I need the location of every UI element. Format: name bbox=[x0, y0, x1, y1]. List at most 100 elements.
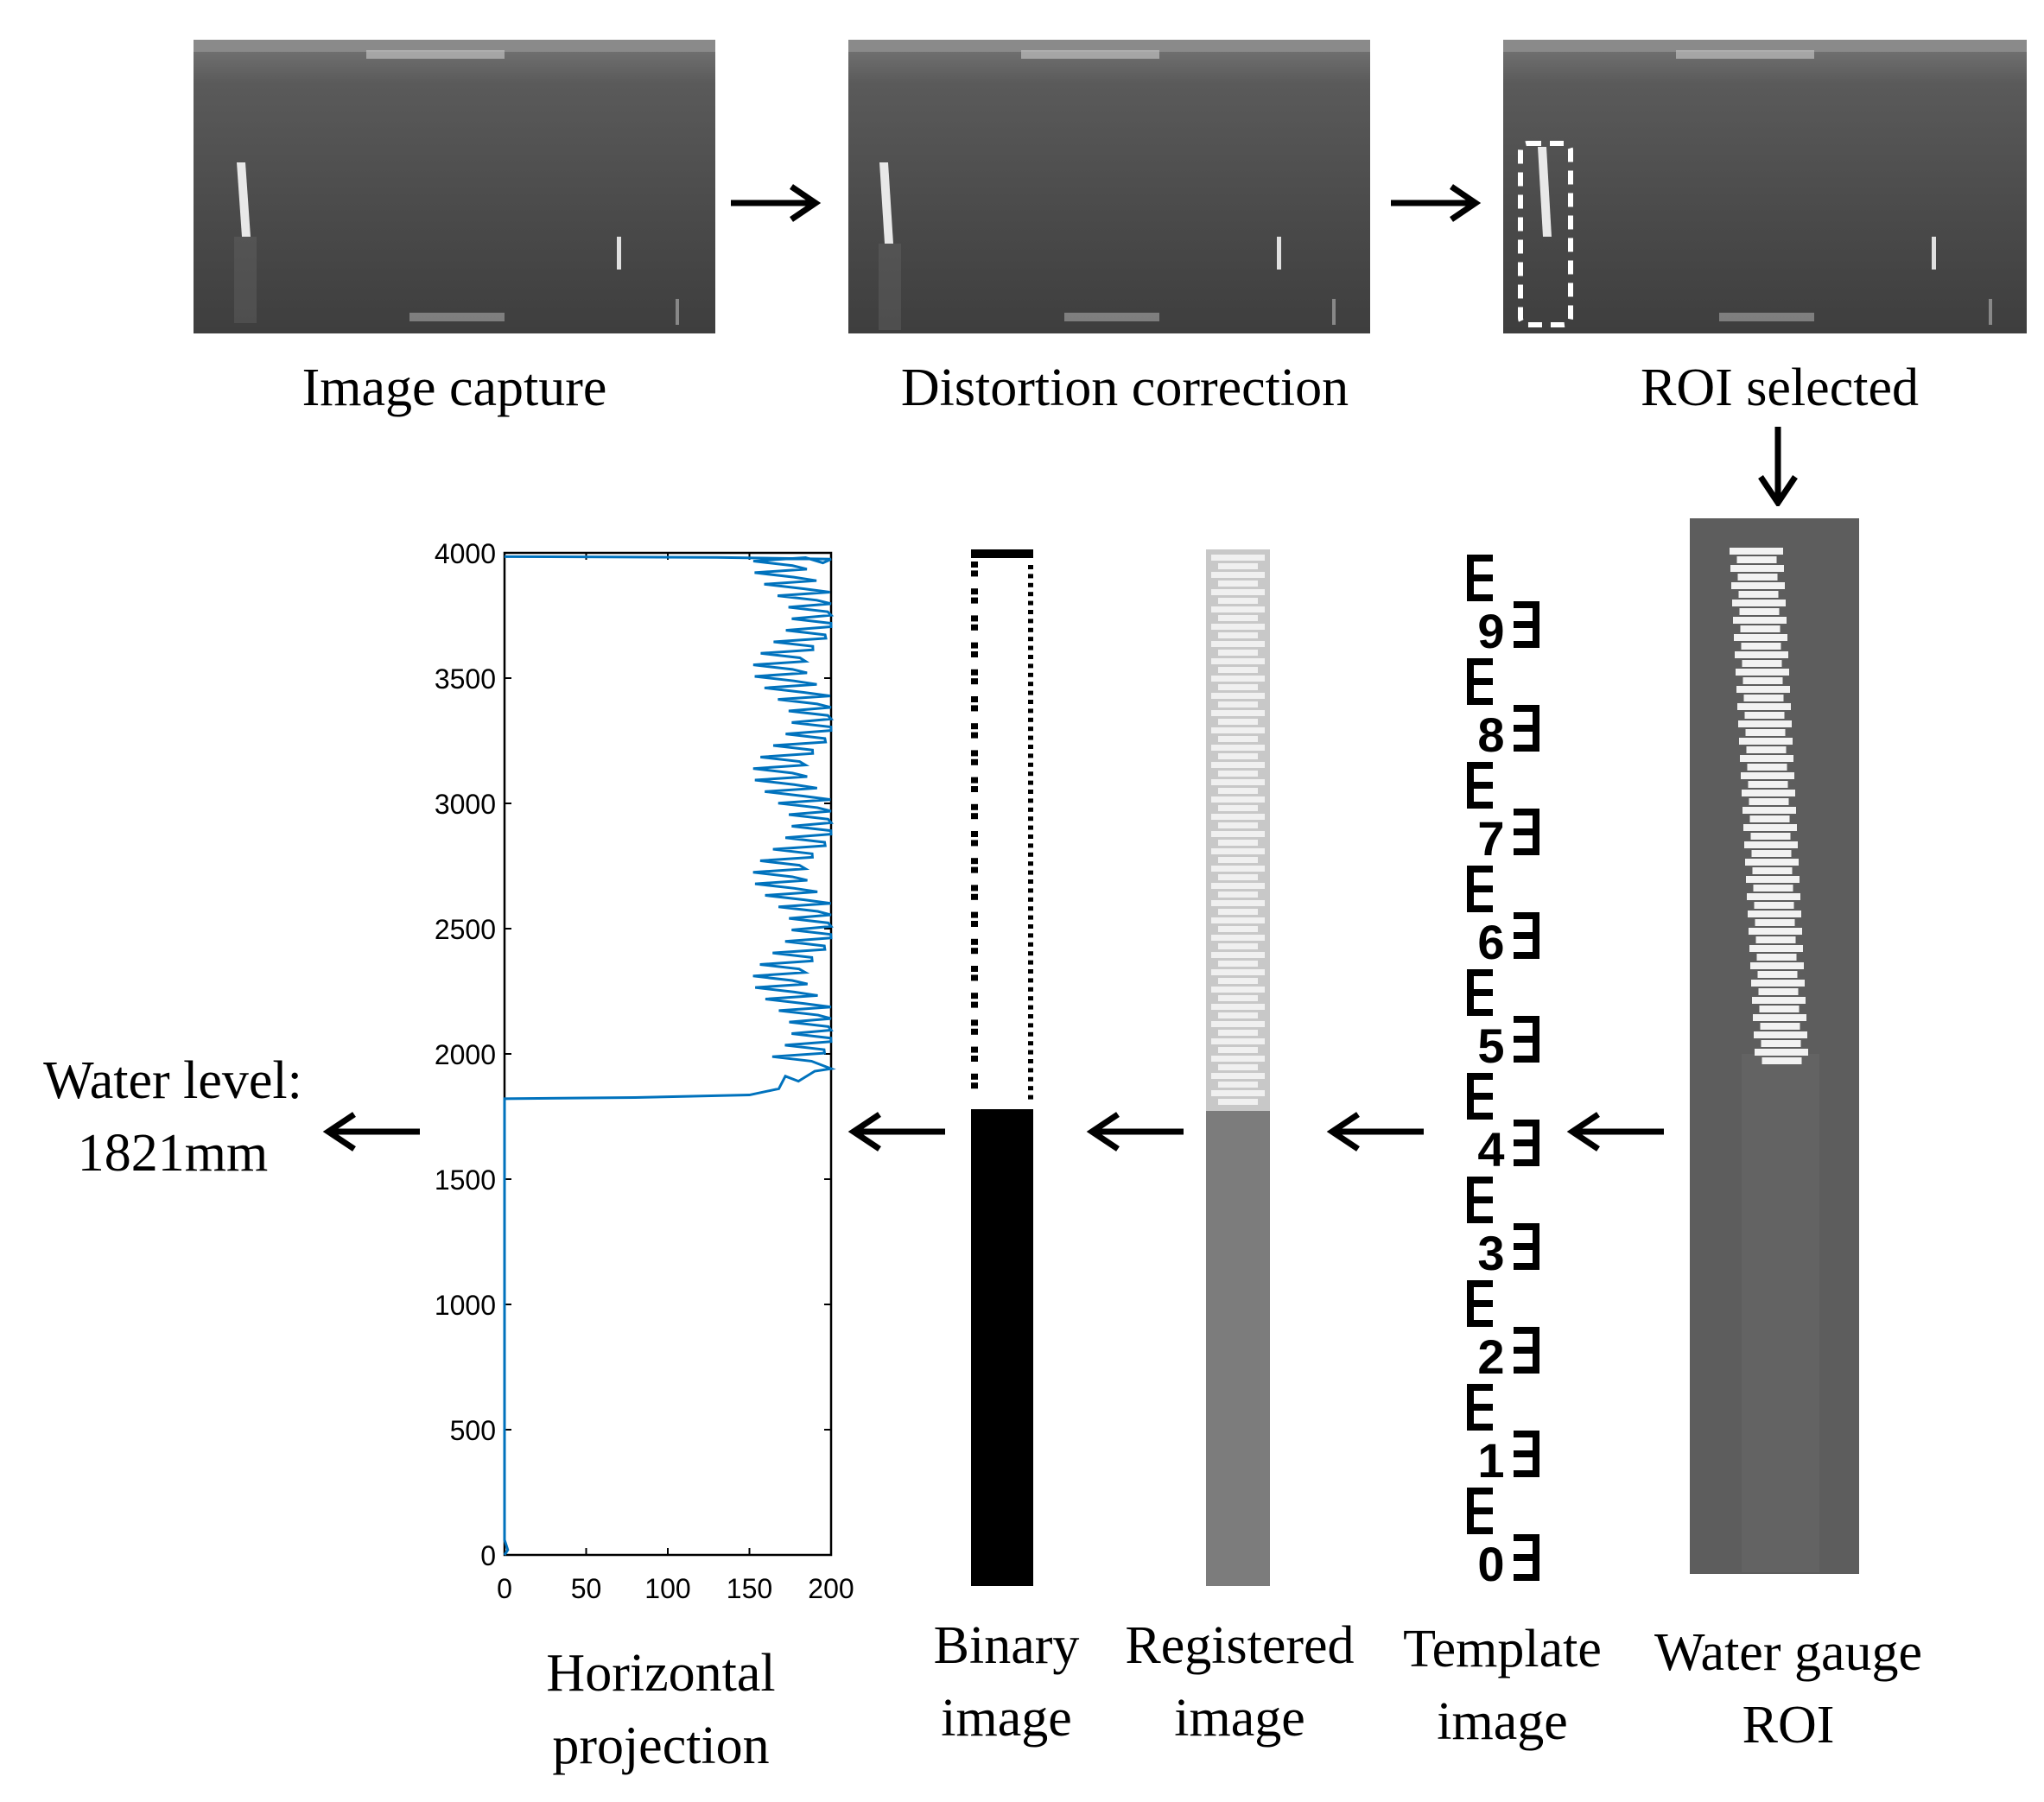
gauge-rung bbox=[1756, 954, 1797, 961]
arrow-down-icon bbox=[1758, 427, 1798, 506]
water-level-value: 1821mm bbox=[77, 1123, 269, 1183]
template-e-mark bbox=[1467, 1113, 1493, 1120]
registered-rung bbox=[1218, 581, 1258, 587]
binary-edge-dot bbox=[1028, 834, 1033, 839]
template-e-mark bbox=[1467, 658, 1493, 665]
binary-edge-dot bbox=[1028, 987, 1033, 992]
template-e-mark bbox=[1514, 1534, 1539, 1541]
y-tick-label: 500 bbox=[450, 1415, 496, 1446]
captured-photo bbox=[194, 40, 715, 333]
template-e-mark bbox=[1514, 1056, 1539, 1063]
template-e-mark bbox=[1467, 802, 1493, 809]
binary-edge-dot bbox=[1028, 1068, 1033, 1073]
template-e-mark bbox=[1467, 1073, 1493, 1080]
template-e-mark bbox=[1514, 848, 1539, 855]
gauge-rung bbox=[1730, 565, 1784, 572]
registered-rung bbox=[1218, 1047, 1258, 1053]
binary-edge-dot bbox=[1028, 592, 1033, 597]
binary-edge-dot bbox=[971, 1019, 978, 1026]
gauge-rung bbox=[1745, 859, 1799, 866]
registered-rung bbox=[1211, 762, 1265, 768]
template-e-mark bbox=[1514, 601, 1539, 608]
template-e-mark bbox=[1514, 1554, 1539, 1561]
registered-rung bbox=[1218, 961, 1258, 967]
gauge-rung bbox=[1749, 798, 1789, 805]
registered-rung bbox=[1218, 874, 1258, 880]
binary-edge-dot bbox=[1028, 663, 1033, 669]
template-e-mark bbox=[1467, 866, 1493, 872]
template-e-mark bbox=[1514, 1120, 1539, 1126]
binary-edge-dot bbox=[1028, 807, 1033, 812]
binary-edge-dot bbox=[1028, 790, 1033, 794]
binary-edge-dot bbox=[1028, 951, 1033, 956]
binary-edge-dot bbox=[971, 624, 978, 631]
gauge-rung bbox=[1743, 695, 1784, 701]
caption-image-capture: Image capture bbox=[302, 358, 607, 417]
binary-edge-dot bbox=[971, 642, 978, 649]
gauge-rung bbox=[1750, 962, 1804, 969]
gauge-rung bbox=[1754, 1031, 1807, 1038]
template-e-mark bbox=[1514, 809, 1539, 815]
registered-rung bbox=[1211, 969, 1265, 975]
gauge-rung bbox=[1734, 634, 1787, 641]
template-digit: 5 bbox=[1477, 1018, 1504, 1073]
binary-edge-dot bbox=[1028, 574, 1033, 579]
gauge-rung bbox=[1736, 669, 1789, 676]
binary-edge-dot bbox=[971, 948, 978, 955]
binary-edge-dot bbox=[971, 803, 978, 810]
binary-edge-dot bbox=[1028, 672, 1033, 677]
registered-rung bbox=[1211, 606, 1265, 612]
gauge-rung bbox=[1742, 677, 1783, 684]
binary-edge-dot bbox=[1028, 637, 1033, 642]
registered-rung bbox=[1211, 727, 1265, 733]
binary-edge-dot bbox=[971, 966, 978, 972]
template-e-mark bbox=[1467, 1196, 1493, 1203]
gauge-rung bbox=[1753, 1014, 1806, 1021]
binary-edge-dot bbox=[1028, 915, 1033, 920]
gauge-rung bbox=[1744, 841, 1798, 848]
binary-edge-dot bbox=[1028, 565, 1033, 569]
registered-rung bbox=[1218, 822, 1258, 828]
arrow-left-icon bbox=[1566, 1112, 1664, 1152]
binary-edge-dot bbox=[971, 938, 978, 945]
registered-rung bbox=[1211, 745, 1265, 751]
binary-edge-dot bbox=[1028, 708, 1033, 714]
binary-edge-dot bbox=[971, 723, 978, 730]
binary-edge-dot bbox=[1028, 1095, 1033, 1100]
gauge-rung bbox=[1742, 807, 1796, 814]
gauge-rung bbox=[1753, 885, 1793, 891]
template-digit: 9 bbox=[1477, 604, 1504, 658]
binary-edge-dot bbox=[1028, 745, 1033, 749]
binary-image bbox=[971, 549, 1033, 1586]
binary-edge-dot bbox=[1028, 753, 1033, 758]
binary-edge-dot bbox=[971, 1073, 978, 1080]
registered-rung bbox=[1211, 1021, 1265, 1027]
binary-edge-dot bbox=[1028, 682, 1033, 687]
registered-rung bbox=[1218, 1099, 1258, 1105]
registered-rung bbox=[1211, 1073, 1265, 1079]
template-e-mark bbox=[1514, 1036, 1539, 1043]
y-tick-label: 3000 bbox=[435, 789, 496, 820]
registered-rung bbox=[1211, 676, 1265, 682]
template-e-mark bbox=[1514, 745, 1539, 752]
template-e-mark bbox=[1514, 1574, 1539, 1581]
gauge-rung bbox=[1732, 600, 1786, 606]
binary-edge-dot bbox=[1028, 1005, 1033, 1010]
template-e-mark bbox=[1467, 1527, 1493, 1534]
binary-edge-dot bbox=[1028, 717, 1033, 722]
y-tick-label: 1500 bbox=[435, 1164, 496, 1196]
template-e-mark bbox=[1467, 762, 1493, 769]
caption-registered-image: Registered image bbox=[1125, 1616, 1355, 1748]
registered-rung bbox=[1211, 935, 1265, 941]
template-e-mark bbox=[1514, 1016, 1539, 1023]
template-e-mark bbox=[1514, 1159, 1539, 1166]
binary-edge-dot bbox=[971, 911, 978, 918]
binary-edge-dot bbox=[1028, 610, 1033, 614]
water-level-result: Water level: 1821mm bbox=[17, 1045, 328, 1190]
binary-edge-dot bbox=[971, 813, 978, 820]
binary-edge-dot bbox=[971, 615, 978, 622]
binary-edge-dot bbox=[1028, 619, 1033, 624]
registered-rung bbox=[1218, 1082, 1258, 1088]
